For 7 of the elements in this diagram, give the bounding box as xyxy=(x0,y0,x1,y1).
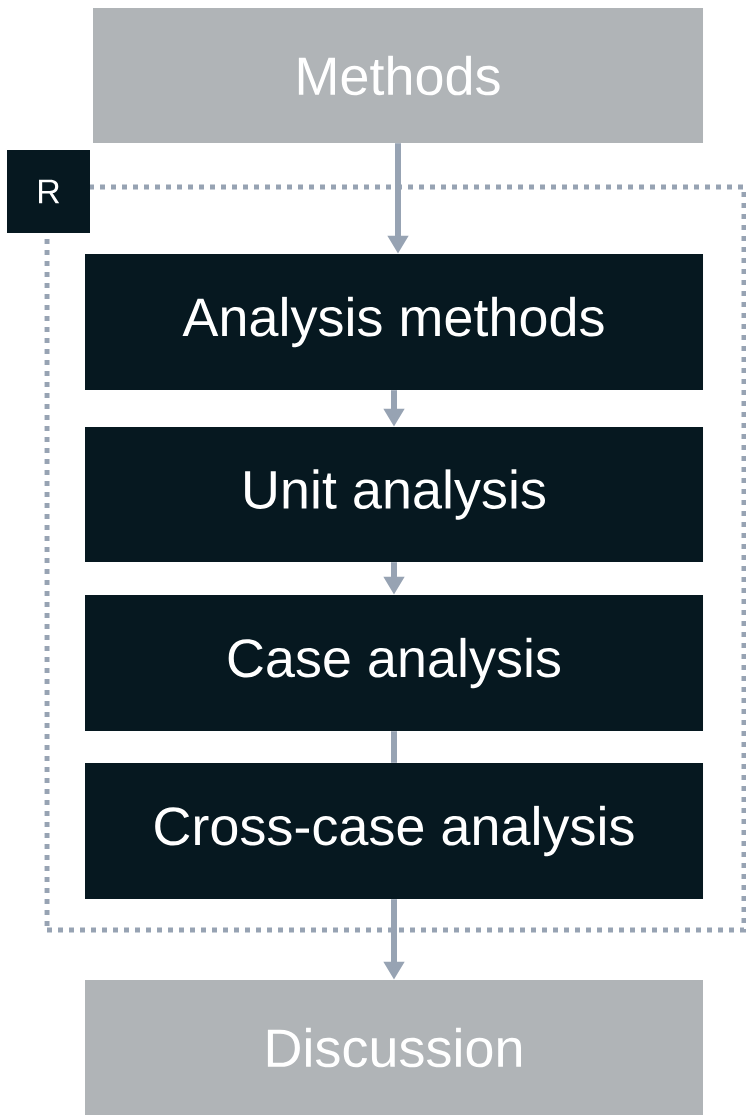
tag-box: R xyxy=(7,150,90,233)
section-box: Methods xyxy=(93,8,703,143)
process-box: Unit analysis xyxy=(85,427,703,562)
process-box: Case analysis xyxy=(85,595,703,731)
process-box: Analysis methods xyxy=(85,254,703,390)
section-box: Discussion xyxy=(85,980,703,1115)
process-box: Cross-case analysis xyxy=(85,763,703,899)
